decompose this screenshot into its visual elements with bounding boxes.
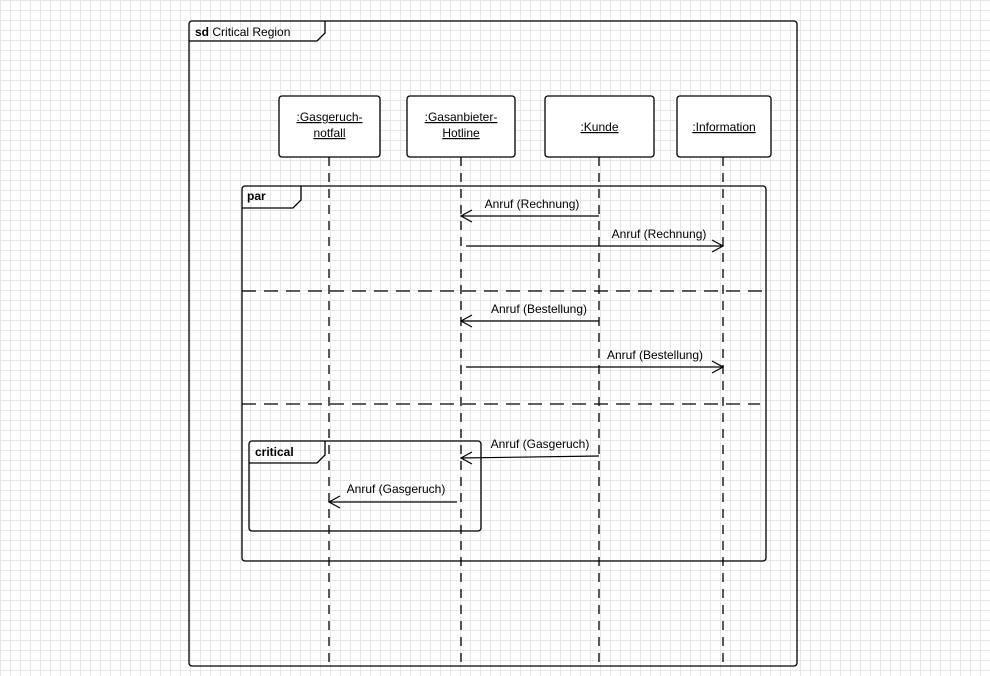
lifeline-name: Hotline — [442, 126, 480, 140]
lifeline-head-kunde[interactable]: :Kunde — [544, 95, 655, 158]
message-label: Anruf (Rechnung) — [612, 227, 707, 241]
sd-frame: sd Critical Region — [188, 20, 798, 667]
message-label: Anruf (Gasgeruch) — [347, 482, 446, 496]
lifeline-name: :Kunde — [580, 120, 618, 134]
sd-frame-title: sd Critical Region — [195, 25, 290, 39]
sd-keyword: sd — [195, 25, 209, 39]
message-arrow[interactable]: Anruf (Bestellung) — [459, 302, 599, 328]
lifeline-name: :Gasgeruch- — [296, 110, 362, 124]
par-operator: par — [247, 189, 266, 203]
lifeline-head-gasgeruch-notfall[interactable]: :Gasgeruch- notfall — [278, 95, 381, 158]
message-label: Anruf (Bestellung) — [491, 302, 587, 316]
lifeline-head-gasanbieter-hotline[interactable]: :Gasanbieter- Hotline — [406, 95, 516, 158]
critical-fragment: critical — [248, 440, 482, 532]
message-arrow[interactable]: Anruf (Bestellung) — [466, 348, 725, 374]
par-fragment: par — [241, 185, 770, 562]
message-label: Anruf (Bestellung) — [607, 348, 703, 362]
message-arrow[interactable]: Anruf (Gasgeruch) — [459, 437, 600, 465]
lifeline-name: :Information — [692, 120, 755, 134]
message-arrow[interactable]: Anruf (Gasgeruch) — [327, 482, 457, 509]
message-label: Anruf (Rechnung) — [485, 197, 580, 211]
message-label: Anruf (Gasgeruch) — [491, 437, 590, 451]
critical-operator: critical — [255, 445, 294, 459]
sd-frame-name: Critical Region — [212, 25, 290, 39]
message-arrow[interactable]: Anruf (Rechnung) — [459, 197, 599, 223]
lifeline-name: :Gasanbieter- — [425, 110, 498, 124]
lifeline-name: notfall — [313, 126, 345, 140]
message-arrow[interactable]: Anruf (Rechnung) — [466, 227, 725, 253]
lifeline-head-information[interactable]: :Information — [676, 95, 772, 158]
